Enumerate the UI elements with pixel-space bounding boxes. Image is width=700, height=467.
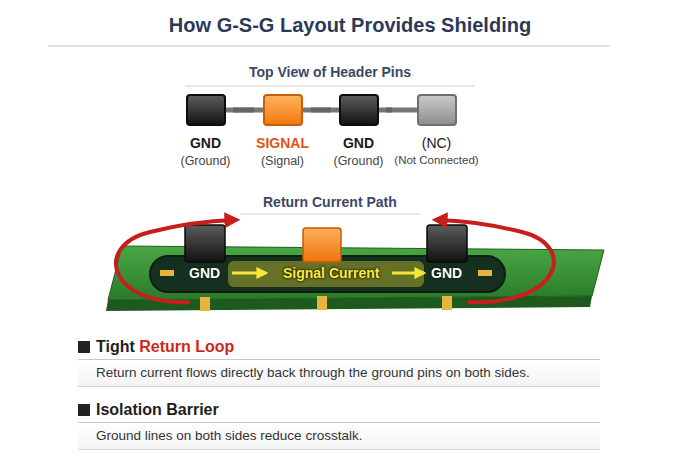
section-subtitle: Top View of Header Pins: [249, 64, 411, 80]
gold-pad: [317, 296, 327, 310]
bullet-square: [78, 404, 90, 416]
header-pin: SIGNAL (Signal): [254, 94, 311, 168]
header-pin: GND (Ground): [331, 94, 386, 168]
pin-description: (Ground): [178, 154, 233, 168]
pin-name: GND: [331, 135, 386, 151]
return-arrow: [438, 220, 554, 302]
gold-pad: [200, 297, 210, 311]
section-subtitle: Return Current Path: [263, 194, 397, 210]
pin-name: GND: [178, 135, 233, 151]
pin-square: [339, 94, 379, 126]
band-text: Ground lines on both sides reduce crosst…: [96, 428, 600, 443]
pin-strip: [386, 108, 392, 113]
band-heading-row: Isolation Barrier: [78, 397, 600, 423]
pin-label: GND: [189, 265, 220, 281]
signal-arrow: [392, 272, 424, 275]
pin-square: [263, 94, 303, 126]
info-band: TightReturn LoopReturn current flows dir…: [78, 334, 600, 387]
pin-square: [186, 94, 226, 126]
gold-pad: [478, 270, 492, 276]
band-heading: Return Loop: [139, 338, 234, 356]
signal-glow: [228, 261, 424, 287]
info-band: Isolation BarrierGround lines on both si…: [78, 397, 600, 450]
pin-square: [417, 94, 457, 126]
signal-label: Signal Current: [283, 265, 379, 281]
pin-description: (Not Connected): [392, 154, 481, 166]
header-pin: GND (Ground): [178, 94, 233, 168]
pin-name: SIGNAL: [254, 135, 311, 151]
band-body: Ground lines on both sides reduce crosst…: [78, 423, 600, 450]
pin-label: GND: [431, 265, 462, 281]
subheading-rule: [185, 86, 475, 87]
pin-strip: [233, 108, 254, 113]
pin-strip: [311, 108, 331, 113]
pin-description: (Ground): [331, 154, 386, 168]
signal-pin: [303, 228, 341, 262]
title-rule: [48, 46, 610, 47]
return-arrow: [116, 220, 234, 302]
diagram-title: How G-S-G Layout Provides Shielding: [0, 14, 700, 37]
band-text: Return current flows directly back throu…: [96, 365, 600, 380]
ground-pin: [185, 225, 225, 262]
pin-name: (NC): [392, 135, 481, 151]
bullet-square: [78, 341, 90, 353]
ground-pin: [427, 225, 467, 262]
signal-arrow: [232, 272, 266, 275]
band-heading: Tight: [96, 338, 135, 356]
header-strip: [186, 108, 456, 113]
gold-pad: [160, 270, 174, 276]
band-heading-row: TightReturn Loop: [78, 334, 600, 360]
subheading-rule: [240, 214, 420, 215]
band-heading: Isolation Barrier: [96, 401, 219, 419]
gold-pad: [442, 296, 452, 310]
pin-description: (Signal): [254, 154, 311, 168]
band-body: Return current flows directly back throu…: [78, 360, 600, 387]
header-pin: (NC) (Not Connected): [392, 94, 481, 166]
